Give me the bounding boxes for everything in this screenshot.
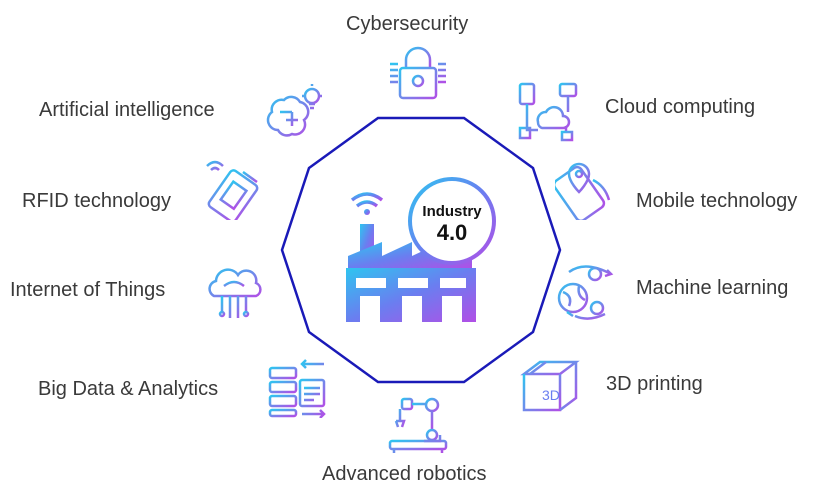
label-machine-learning: Machine learning [636,277,789,299]
padlock-icon [388,44,448,104]
label-cybersecurity: Cybersecurity [346,13,469,35]
mobile-map-icon [555,160,615,220]
svg-text:3D: 3D [542,387,560,403]
3d-box-icon: 3D [520,358,580,418]
brain-bulb-icon [264,82,324,142]
label-big-data: Big Data & Analytics [38,378,219,400]
robotic-arm-icon [388,395,448,455]
globe-cycle-icon [555,262,615,322]
server-data-icon [268,358,328,418]
label-mobile-technology: Mobile technology [636,190,798,212]
decagon-frame [280,116,562,384]
label-rfid: RFID technology [22,190,171,212]
label-3d-printing: 3D printing [606,373,703,395]
badge-line1: Industry [422,203,482,220]
label-cloud-computing: Cloud computing [605,96,756,118]
cloud-network-icon [518,82,578,142]
label-advanced-robotics: Advanced robotics [322,463,487,485]
cloud-circuit-icon [204,262,264,322]
label-iot: Internet of Things [10,279,166,301]
label-ai: Artificial intelligence [39,99,215,121]
badge-line2: 4.0 [437,220,468,245]
smart-factory-icon [346,192,476,322]
rfid-card-icon [203,160,263,220]
industry-badge: Industry 4.0 [408,177,496,265]
